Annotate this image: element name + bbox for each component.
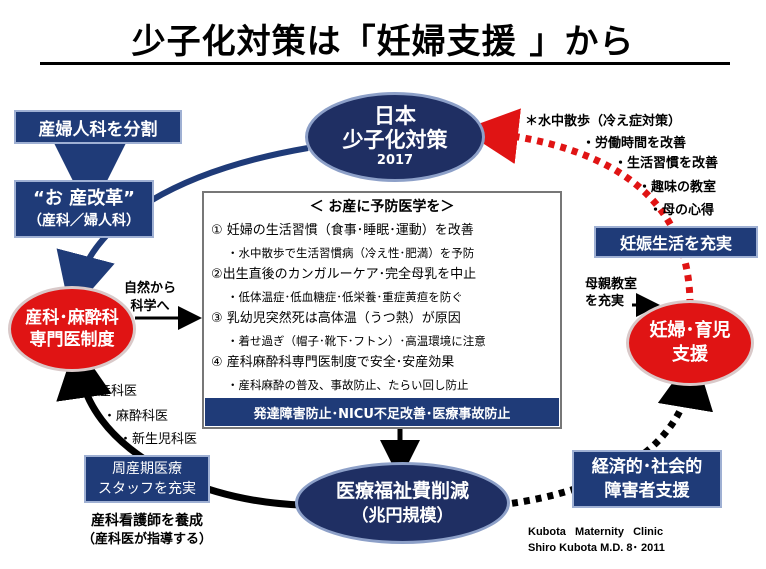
year-label: 2017 [376, 153, 414, 168]
economic-support-box: 経済的･社会的 障害者支援 [572, 450, 722, 508]
nature-line2: 科学へ [130, 299, 170, 314]
medical-cost-oval: 医療福祉費削減 （兆円規模） [295, 462, 510, 544]
split-obgyn-box: 産婦人科を分割 [14, 110, 182, 144]
specialist-line2: 専門医制度 [29, 330, 115, 350]
prevention-panel: ＜ お産に予防医学を＞ ① 妊婦の生活習慣（食事･睡眠･運動）を改善・水中散歩で… [205, 194, 559, 426]
staff-box-line1: 周産期医療 [112, 461, 182, 477]
panel-heading: ＜ お産に予防医学を＞ [309, 199, 455, 215]
pregnancy-life-box: 妊娠生活を充実 [594, 226, 758, 258]
panel-subpoint: ・低体温症･低血糖症･低栄養･重症黄疸を防ぐ [227, 290, 463, 304]
panel-point: ②出生直後のカンガルーケア･完全母乳を中止 [211, 267, 477, 282]
cost-line1: 医療福祉費削減 [335, 480, 469, 502]
panel-footer: 発達障害防止･NICU不足改善･医療事故防止 [205, 398, 559, 426]
right-item-0: ＊水中散歩（冷え症対策） [525, 114, 682, 129]
nature-science-label: 自然から 科学へ [124, 280, 176, 316]
reform-title: “お 産改革” [33, 188, 135, 209]
nurse-training-label: 産科看護師を養成 （産科医が指導する） [62, 512, 232, 549]
center-panel-border [202, 191, 562, 429]
panel-subpoint: ・水中散歩で生活習慣病（冷え性･肥満）を予防 [227, 246, 475, 260]
nurse-line1: 産科看護師を養成 [91, 513, 203, 529]
credit-block: Kubota Maternity Clinic Shiro Kubota M.D… [528, 524, 665, 556]
right-item-3: ・趣味の教室 [638, 180, 717, 195]
economic-line2: 障害者支援 [604, 481, 690, 501]
reform-sub: （産科／婦人科） [28, 213, 140, 229]
panel-point: ④ 産科麻酔科専門医制度で安全･安産効果 [211, 355, 455, 370]
staff-item-0: ・産科医 [85, 384, 138, 399]
panel-subpoint: ・着せ過ぎ（帽子･靴下･フトン）･高温環境に注意 [227, 334, 486, 348]
arrow-right-to-top [462, 108, 694, 306]
staff-box-line2: スタッフを充実 [98, 481, 196, 497]
perinatal-staff-box: 周産期医療 スタッフを充実 [84, 455, 210, 503]
reform-box: “お 産改革” （産科／婦人科） [14, 180, 154, 238]
class-line2: を充実 [585, 294, 625, 309]
page-title: 少子化対策は「妊婦支援 」から [131, 22, 635, 62]
credit-line1: Kubota Maternity Clinic [528, 526, 664, 538]
cost-line2: （兆円規模） [351, 506, 454, 526]
class-line1: 母親教室 [585, 277, 638, 292]
support-line1: 妊婦･育児 [649, 320, 731, 341]
staff-item-1: ・麻酔科医 [103, 409, 169, 424]
staff-item-2: ・新生児科医 [119, 432, 198, 447]
nurse-line2: （産科医が指導する） [81, 532, 212, 547]
credit-line2: Shiro Kubota M.D. 8･ 2011 [528, 542, 665, 554]
support-line2: 支援 [672, 344, 708, 365]
panel-point: ① 妊婦の生活習慣（食事･睡眠･運動）を改善 [211, 223, 474, 238]
right-item-2: ・生活習慣を改善 [614, 156, 719, 171]
panel-subpoint: ・産科麻酔の普及、事故防止、たらい回し防止 [227, 378, 469, 392]
specialist-system-oval: 産科･麻酔科 専門医制度 [8, 286, 136, 372]
title-underline [40, 62, 730, 65]
nature-line1: 自然から [124, 281, 177, 296]
specialist-line1: 産科･麻酔科 [25, 308, 119, 328]
right-item-4: ・母の心得 [649, 203, 715, 218]
right-item-1: ・労働時間を改善 [582, 136, 687, 151]
japan-policy-oval: 日本 少子化対策 2017 [305, 92, 485, 182]
policy-label: 少子化対策 [342, 128, 448, 152]
japan-label: 日本 [374, 104, 416, 128]
panel-point: ③ 乳幼児突然死は高体温（うつ熱）が原因 [211, 311, 461, 326]
panel-items: ① 妊婦の生活習慣（食事･睡眠･運動）を改善・水中散歩で生活習慣病（冷え性･肥満… [205, 220, 559, 396]
maternity-support-oval: 妊婦･育児 支援 [626, 300, 754, 386]
economic-line1: 経済的･社会的 [591, 457, 703, 477]
mother-class-label: 母親教室 を充実 [585, 276, 637, 310]
